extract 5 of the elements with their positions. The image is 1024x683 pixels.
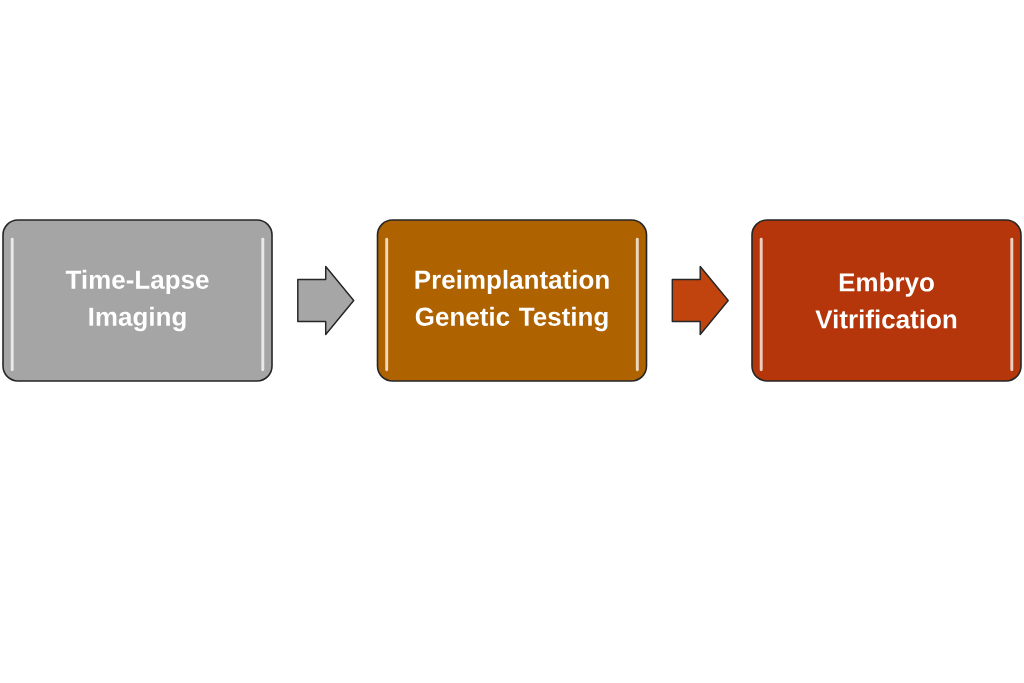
process-box: Preimplantation Genetic Testing <box>376 219 648 382</box>
block-arrow <box>671 265 729 336</box>
process-box: Embryo Vitrification <box>751 219 1022 382</box>
block-arrow <box>297 265 355 336</box>
process-box: Time-Lapse Imaging <box>2 219 273 382</box>
